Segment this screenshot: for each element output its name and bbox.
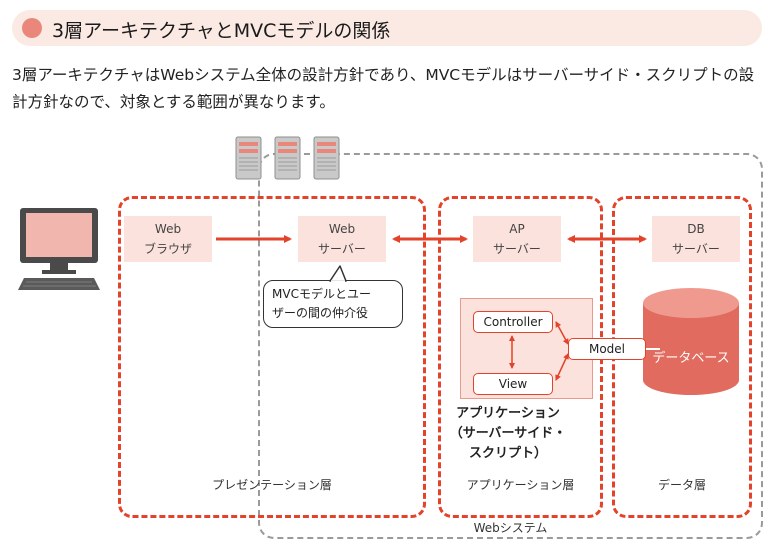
db-server-box: DB サーバー: [652, 216, 740, 262]
web-server-line2: サーバー: [318, 242, 366, 256]
app-caption-line1: アプリケーション: [456, 406, 560, 421]
web-browser-line2: ブラウザ: [143, 242, 192, 256]
presentation-layer-box: プレゼンテーション層: [118, 196, 426, 518]
app-caption-line2: （サーバーサイド・: [449, 426, 567, 441]
heading-bullet-icon: [22, 18, 42, 38]
web-browser-box: Web ブラウザ: [124, 216, 212, 262]
ap-server-box: AP サーバー: [473, 216, 561, 262]
section-title: 3層アーキテクチャとMVCモデルの関係: [52, 20, 391, 42]
application-caption: アプリケーション （サーバーサイド・ スクリプト）: [443, 404, 573, 464]
presentation-layer-label: プレゼンテーション層: [212, 478, 332, 492]
view-node: View: [473, 373, 553, 395]
controller-node: Controller: [473, 311, 553, 333]
db-server-line2: サーバー: [672, 242, 720, 256]
database-label: データベース: [652, 351, 730, 366]
callout-line1: MVCモデルとユー: [272, 287, 371, 301]
web-system-label: Webシステム: [473, 521, 548, 535]
model-node: Model: [568, 338, 646, 360]
mvc-model-box: Controller View: [460, 298, 593, 399]
data-layer-label: データ層: [657, 478, 706, 492]
mediator-callout: MVCモデルとユー ザーの間の仲介役: [263, 280, 403, 328]
web-server-box: Web サーバー: [298, 216, 386, 262]
ap-server-line1: AP: [509, 222, 525, 236]
application-layer-label: アプリケーション層: [466, 478, 575, 492]
app-caption-line3: スクリプト）: [468, 446, 547, 461]
web-server-line1: Web: [328, 222, 356, 236]
ap-server-line2: サーバー: [493, 242, 541, 256]
web-system-boundary: Webシステム: [258, 153, 763, 539]
callout-line2: ザーの間の仲介役: [272, 306, 369, 320]
section-heading: 3層アーキテクチャとMVCモデルの関係: [12, 10, 762, 46]
intro-paragraph: 3層アーキテクチャはWebシステム全体の設計方針であり、MVCモデルはサーバーサ…: [12, 66, 755, 111]
web-browser-line1: Web: [154, 222, 182, 236]
db-server-line1: DB: [687, 222, 705, 236]
